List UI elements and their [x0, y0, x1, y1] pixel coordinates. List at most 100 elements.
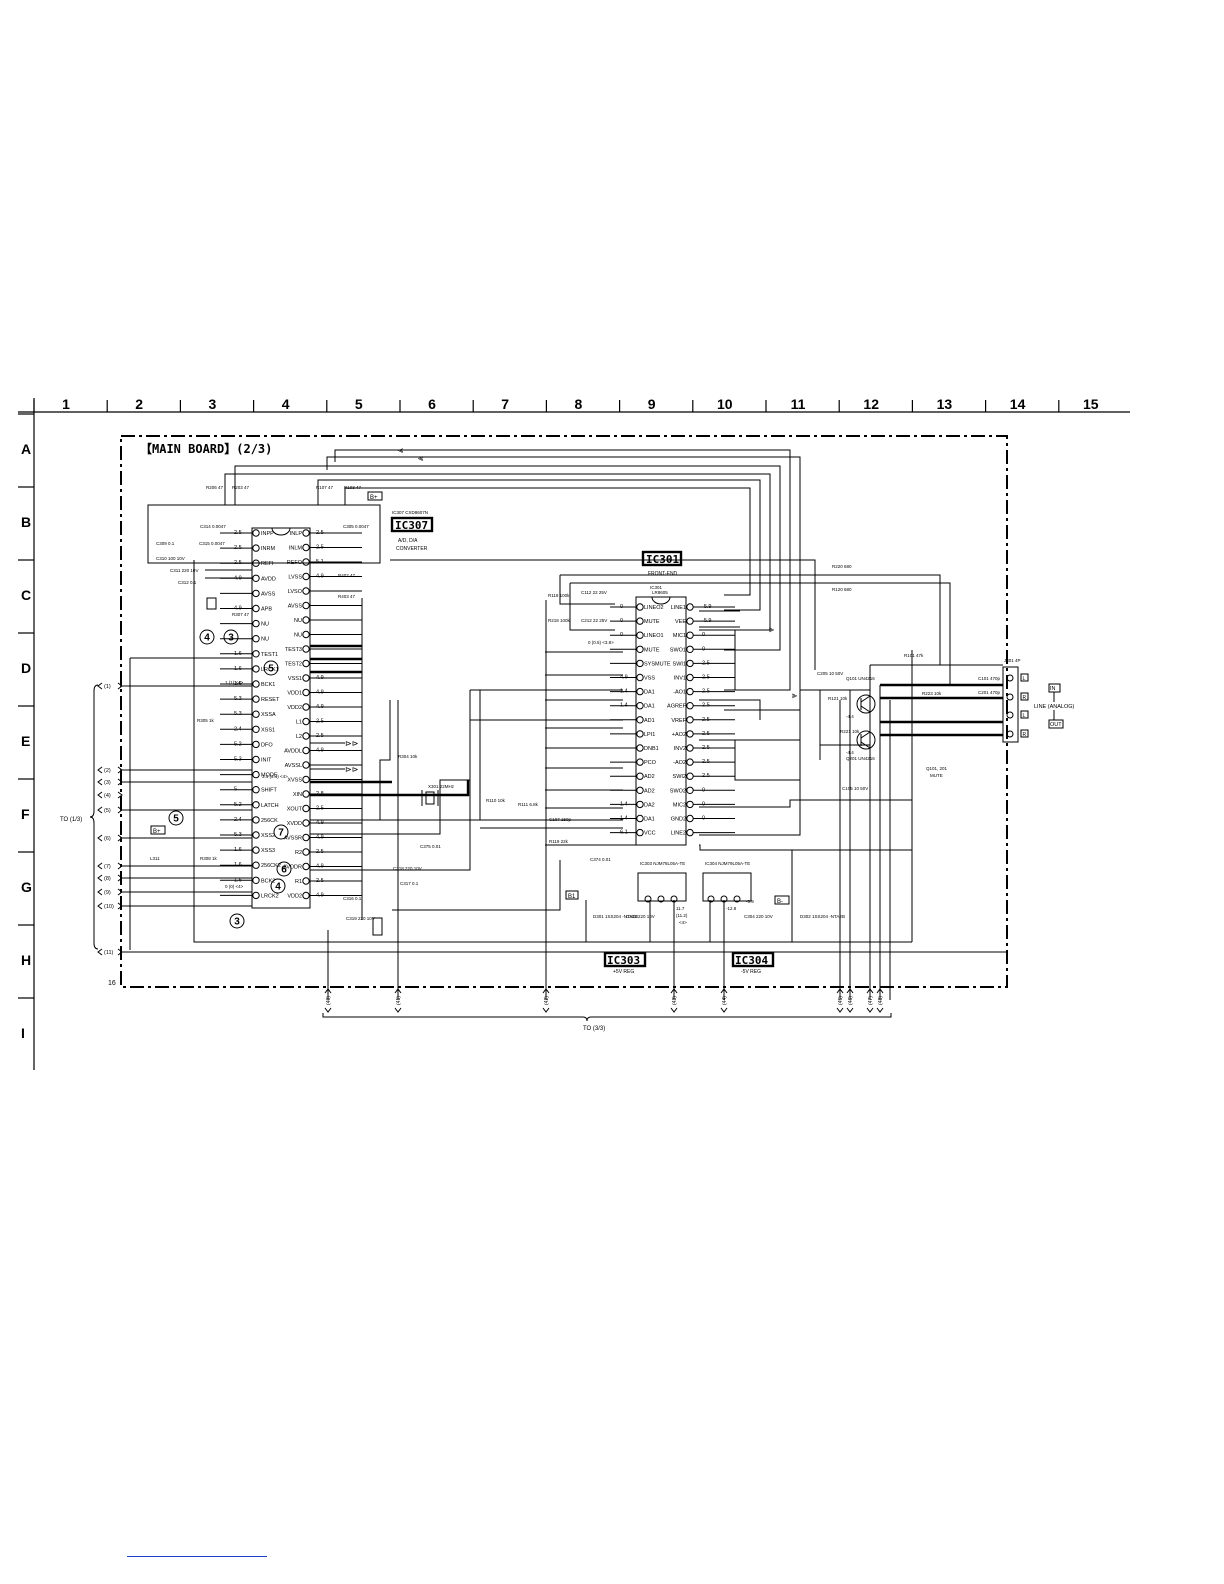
ic307-pin	[252, 861, 260, 869]
svg-text:C309 0.1: C309 0.1	[156, 541, 175, 546]
ic307-pin-name: LATCH	[261, 803, 279, 809]
connector-arrow	[97, 791, 123, 799]
connector-arrow	[394, 988, 402, 1013]
transistor-q201: -4.4	[846, 730, 876, 755]
ic307-pin-name: INRM	[261, 546, 275, 552]
circled-ref	[273, 824, 289, 840]
ic301-pin	[636, 730, 644, 738]
ic301-pin-name: LINEO1	[644, 633, 664, 639]
svg-text:D302 1SS204 -NTA2B: D302 1SS204 -NTA2B	[800, 914, 845, 919]
top-bus-wires	[224, 449, 816, 711]
svg-text:C318 220 10V: C318 220 10V	[393, 866, 422, 871]
ic303-block: IC303 NJM78L05A-TE IC303 +5V REG	[603, 861, 687, 975]
svg-text:MUTE: MUTE	[930, 773, 943, 778]
ic301-pin-name: SWO1	[670, 647, 686, 653]
ic301-pin	[636, 659, 644, 668]
svg-text:R402 47: R402 47	[338, 573, 356, 578]
connector-arrow	[866, 988, 874, 1013]
svg-text:3.4 (3.4) <4>: 3.4 (3.4) <4>	[262, 774, 288, 779]
ic301-pin-name: AD1	[644, 718, 655, 724]
ic307-pin-name: VDD2	[287, 705, 302, 711]
ic301-pin-name: GND2	[671, 817, 686, 823]
ic307-desc2: CONVERTER	[396, 546, 428, 552]
ic307-wiring: ⊳⊳ ⊳⊳	[120, 560, 1007, 1000]
ic307-pin	[252, 831, 260, 839]
regulator-components: D301 1SS204 -NTA2B D302 1SS204 -NTA2B C3…	[565, 890, 845, 925]
ic307-pin-name: L1	[296, 720, 302, 726]
ic301-pin	[636, 716, 644, 724]
r103-label: R103 47	[344, 485, 362, 490]
column-label: 9	[648, 396, 656, 412]
column-label: 7	[501, 396, 509, 412]
column-label: 12	[863, 396, 879, 412]
circled-ref-label: 4	[204, 633, 210, 644]
svg-text:R101 47k: R101 47k	[904, 653, 924, 658]
ic307-pin-name: AVSS	[288, 604, 303, 610]
ic301-pin-name: INV2	[674, 746, 686, 752]
ic301-pin	[636, 800, 644, 809]
ic301-pin	[686, 814, 694, 823]
ic301-pin-name: INV1	[674, 676, 686, 682]
ic307-pin	[302, 587, 310, 595]
ic307-components: C309 0.1 C310 100 10V C311 220 10V C312 …	[150, 524, 455, 921]
svg-text:B-: B-	[777, 899, 783, 905]
svg-text:C304 220 10V: C304 220 10V	[744, 914, 773, 919]
svg-text:C316 0.1: C316 0.1	[343, 896, 362, 901]
jack-pin-box	[1020, 710, 1029, 719]
left-connector-label: (7)	[104, 864, 111, 870]
ic304-label: IC304	[735, 954, 768, 967]
ic301-pin	[686, 772, 694, 780]
ic307-pin	[302, 543, 310, 552]
bottom-connector-label: (41)	[396, 996, 402, 1005]
svg-text:C314 0.0047: C314 0.0047	[200, 524, 226, 529]
ic301-pin-name: +AO2	[672, 732, 686, 738]
crystal-x301	[421, 790, 439, 806]
ic301-pin-name: MUTE	[644, 647, 660, 653]
circled-ref	[223, 629, 239, 645]
to-bottom-label: TO (3/3)	[583, 1026, 605, 1032]
ic301-pin	[686, 687, 694, 696]
ic307-pin	[252, 529, 260, 537]
ic307-part: IC307 CXD8607N	[392, 510, 428, 515]
svg-text:0 (0) <4>: 0 (0) <4>	[225, 884, 244, 889]
svg-text:11.7: 11.7	[676, 906, 685, 911]
left-connector-label: (3)	[104, 780, 111, 786]
ic307-pin	[302, 833, 310, 842]
ic301-pin	[686, 828, 694, 837]
ic301-pin-name: -AO2	[673, 760, 686, 766]
bottom-connector-label: (46)	[848, 996, 854, 1005]
ic307-pin-name: REFI	[261, 561, 274, 567]
svg-text:R308 1k: R308 1k	[200, 856, 218, 861]
ic304-block: IC304 NJM79L05A-TE IC304 -5V REG	[702, 861, 775, 975]
svg-text:-5.9: -5.9	[746, 899, 754, 904]
connector-arrow	[97, 888, 123, 896]
ic307-pin-name: MODE	[261, 773, 278, 779]
ic301-pin	[686, 800, 694, 809]
connector-arrow	[542, 988, 550, 1013]
svg-text:IC301: IC301	[650, 585, 663, 590]
ic307-pin	[302, 674, 310, 682]
column-label: 5	[355, 396, 363, 412]
ic307-pin	[302, 790, 310, 798]
ic307-pin-name: INLM	[289, 546, 303, 552]
ic301-pin	[636, 702, 644, 710]
ic307-pin	[252, 755, 260, 764]
ic307-pin	[302, 688, 310, 697]
connector-arrow	[97, 806, 123, 814]
ic307-pin	[252, 619, 260, 628]
ic307-pin	[302, 717, 310, 726]
svg-text:R307 47: R307 47	[232, 612, 250, 617]
ic307-pin-name: R1	[295, 879, 302, 885]
jack-pin-box	[1020, 729, 1029, 738]
ic301-pin-name: DA2	[644, 802, 655, 808]
connector-arrow	[324, 988, 332, 1013]
ic307-pin-name: TEST3	[285, 647, 302, 653]
column-label: 4	[282, 396, 290, 412]
svg-text:IN: IN	[1050, 686, 1056, 692]
column-label: 3	[209, 396, 217, 412]
ic307-pin-name: BCK2	[261, 878, 275, 884]
ic301-pin-name: DNB1	[644, 746, 659, 752]
r206-label: R206 47	[206, 485, 224, 490]
connector-arrow	[97, 862, 123, 870]
